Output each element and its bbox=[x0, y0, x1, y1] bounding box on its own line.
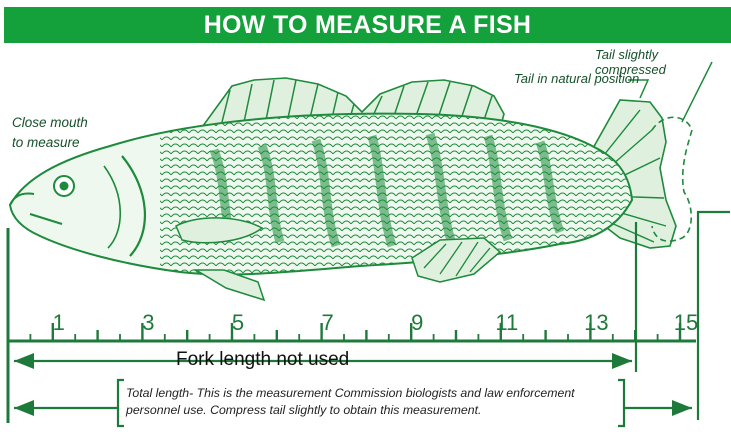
ruler-number-label: 11 bbox=[495, 310, 518, 335]
ruler-number-label: 1 bbox=[53, 310, 65, 335]
close-mouth-note: Close mouth to measure bbox=[12, 113, 88, 153]
fork-length-right-arrow bbox=[612, 353, 632, 369]
tail-compressed-note: Tail slightly compressed bbox=[595, 47, 731, 77]
fish-body bbox=[10, 100, 640, 290]
ruler-number-label: 15 bbox=[674, 310, 698, 335]
ruler-number-label: 13 bbox=[584, 310, 608, 335]
ruler-number-label: 3 bbox=[142, 310, 154, 335]
ruler-number-label: 7 bbox=[321, 310, 333, 335]
ruler-number-label: 5 bbox=[232, 310, 244, 335]
close-mouth-line-2: to measure bbox=[12, 133, 88, 153]
fork-length-label: Fork length not used bbox=[176, 349, 349, 371]
close-mouth-line-1: Close mouth bbox=[12, 113, 88, 133]
total-length-right-arrow bbox=[672, 400, 692, 416]
total-length-label: Total length- This is the measurement Co… bbox=[126, 385, 616, 419]
fish-eye bbox=[54, 176, 74, 196]
fork-length-left-arrow bbox=[14, 353, 34, 369]
ruler-number-label: 9 bbox=[411, 310, 423, 335]
total-length-end-mark bbox=[698, 212, 730, 420]
total-length-left-arrow bbox=[14, 400, 34, 416]
